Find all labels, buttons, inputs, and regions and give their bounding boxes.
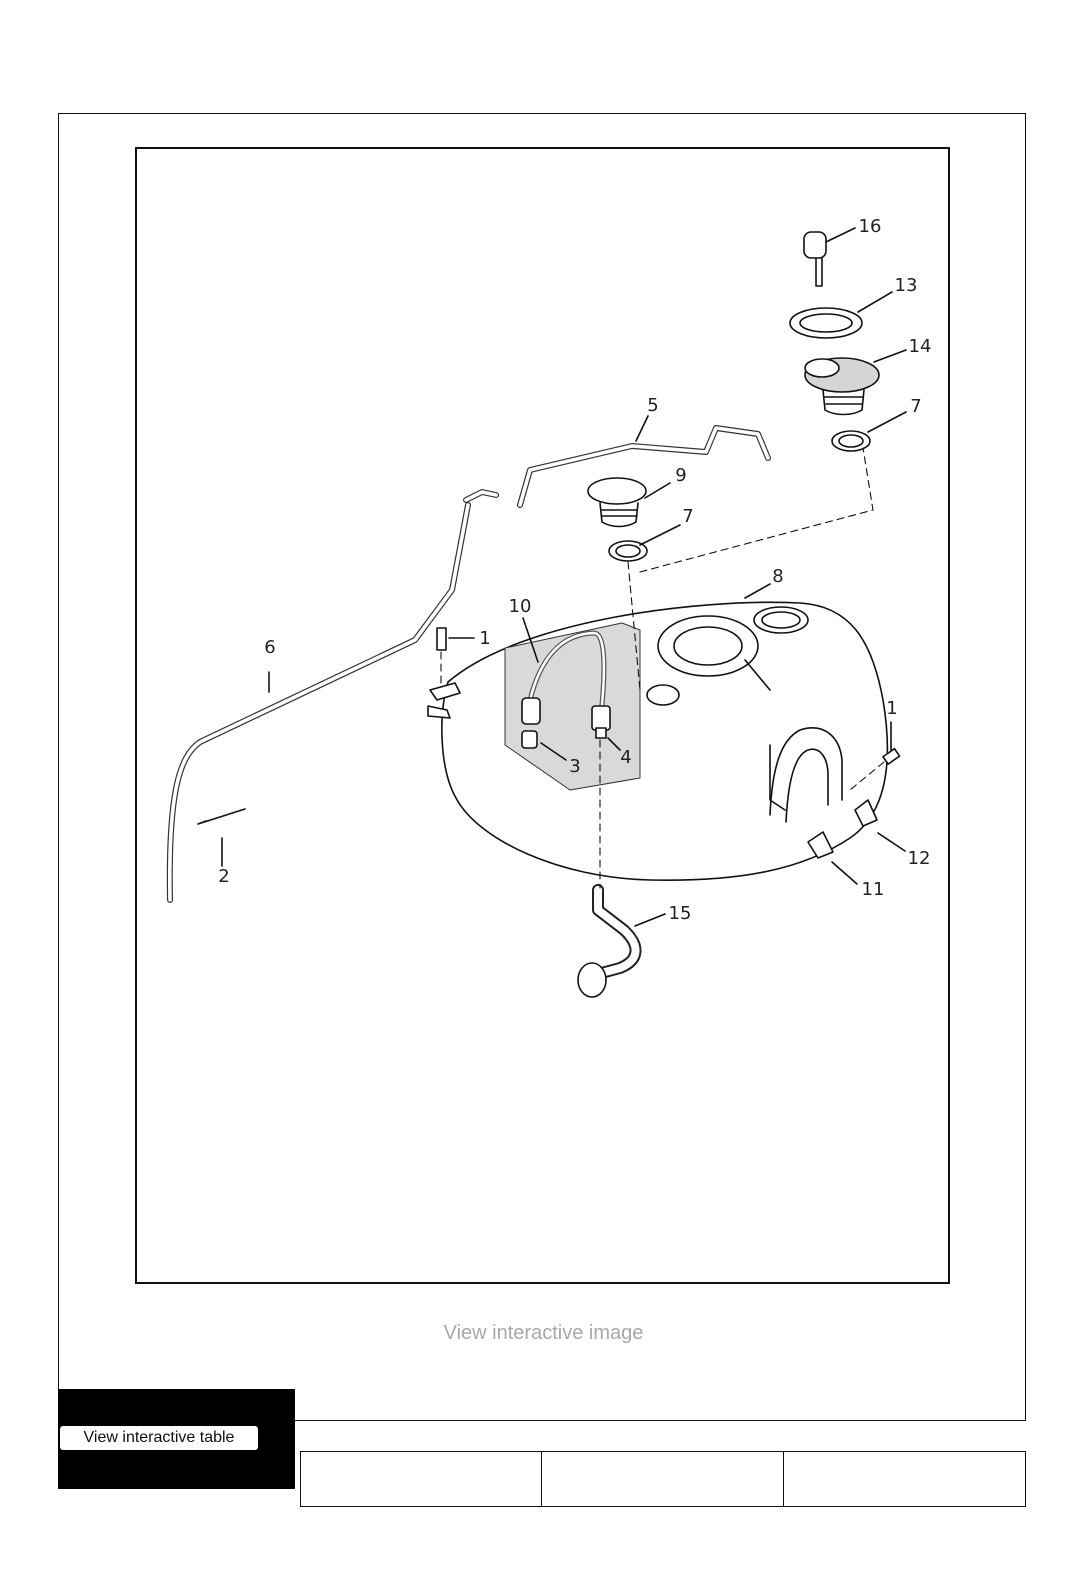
callout-7-upper: 7 xyxy=(910,396,921,417)
callout-9: 9 xyxy=(675,465,686,486)
callout-4: 4 xyxy=(620,747,631,768)
callout-15: 15 xyxy=(669,903,692,924)
callout-10: 10 xyxy=(509,596,532,617)
callout-1-left: 1 xyxy=(479,628,490,649)
callout-3: 3 xyxy=(569,756,580,777)
view-interactive-table-button[interactable]: View interactive table xyxy=(60,1426,258,1450)
table-cell xyxy=(300,1451,542,1507)
table-cell xyxy=(784,1451,1026,1507)
callout-16: 16 xyxy=(859,216,882,237)
callout-1-right: 1 xyxy=(886,698,897,719)
callout-5: 5 xyxy=(647,395,658,416)
callout-11: 11 xyxy=(862,879,885,900)
callout-14: 14 xyxy=(909,336,932,357)
view-interactive-image-link[interactable]: View interactive image xyxy=(443,1322,644,1344)
callout-2: 2 xyxy=(218,866,229,887)
callout-8: 8 xyxy=(772,566,783,587)
callout-7-lower: 7 xyxy=(682,506,693,527)
callout-12: 12 xyxy=(908,848,931,869)
document-frame xyxy=(58,113,1026,1421)
table-cell xyxy=(542,1451,784,1507)
callout-13: 13 xyxy=(895,275,918,296)
callout-6: 6 xyxy=(264,637,275,658)
parts-table xyxy=(58,1451,1026,1507)
